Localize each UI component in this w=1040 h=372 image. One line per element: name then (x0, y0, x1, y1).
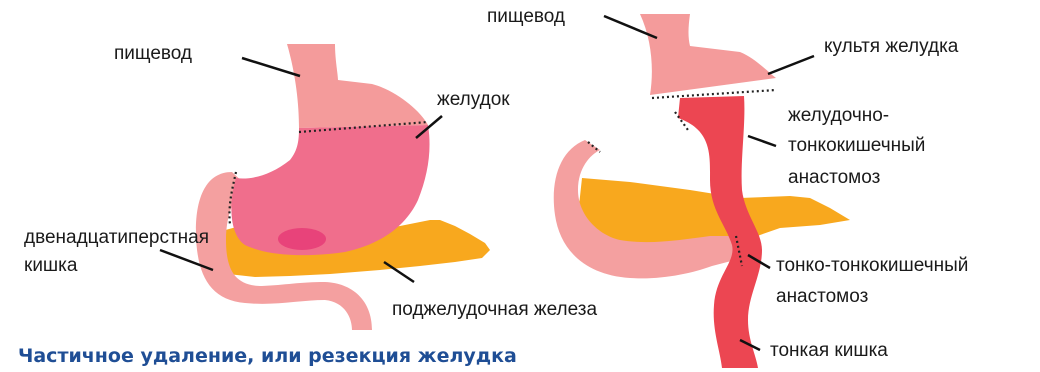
right-entero-anastomosis-label-line2: анастомоз (776, 285, 868, 309)
left-stomach-spot (278, 228, 326, 250)
right-gastro-anastomosis-label-line3: анастомоз (788, 166, 880, 190)
right-gastro-anastomosis-label-line2: тонкокишечный (788, 134, 925, 158)
right-esophagus-shape (640, 14, 776, 95)
left-duodenum-label-line2: кишка (24, 254, 77, 278)
right-intestine-label: тонкая кишка (770, 339, 888, 363)
right-stump-label: культя желудка (824, 35, 958, 59)
right-gastro-anastomosis-label-line1: желудочно- (788, 104, 889, 128)
left-duodenum-label-line1: двенадцатиперстная (24, 226, 209, 250)
right-entero-anastomosis-label-line1: тонко-тонкокишечный (776, 254, 968, 278)
figure-caption: Частичное удаление, или резекция желудка (18, 345, 517, 367)
right-figure (554, 14, 850, 368)
left-esophagus-leader (242, 58, 300, 76)
left-esophagus-label: пищевод (114, 42, 192, 66)
left-figure (160, 44, 490, 330)
left-esophagus-shape (287, 44, 428, 128)
right-stump-leader (768, 56, 814, 74)
right-esophagus-label: пищевод (487, 5, 565, 29)
right-gastro-anastomosis-leader (748, 136, 776, 146)
left-stomach-label: желудок (437, 88, 510, 112)
left-pancreas-label: поджелудочная железа (392, 298, 597, 322)
